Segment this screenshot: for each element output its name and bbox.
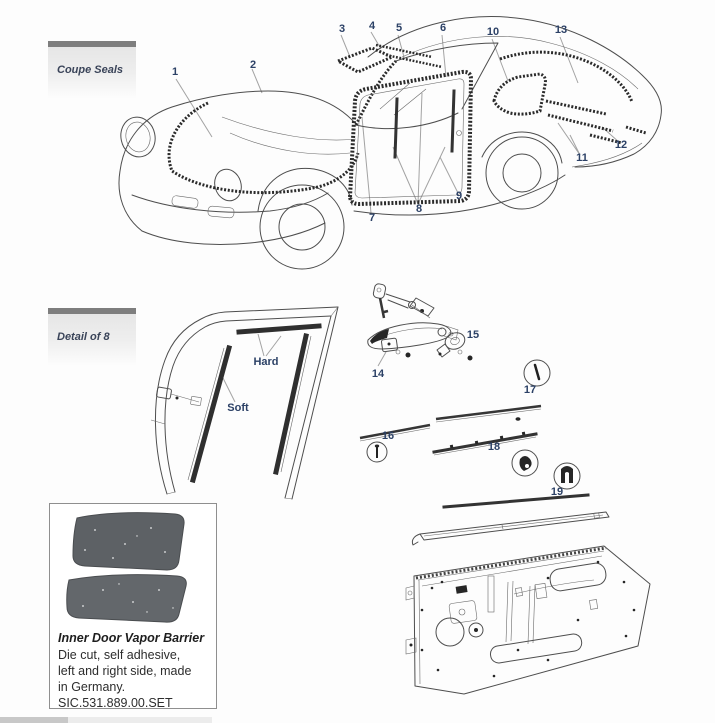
detail-label-soft: Soft [227,402,249,414]
callout-8: 8 [415,203,423,215]
clip-circle-19 [553,462,581,490]
callout-15: 15 [466,329,480,341]
callout-4: 4 [368,20,376,32]
hard-top-strip [236,323,322,335]
strip-16 [359,423,431,442]
screws [395,349,473,361]
quarter-window-seal-10 [492,72,547,116]
handle-body [367,322,459,350]
panel-screws [420,560,636,678]
header-box: Detail of 8 [48,314,136,366]
car-body-outline [118,16,662,270]
callout-11: 11 [576,152,588,164]
section-header-detail-of-8: Detail of 8 [48,308,136,366]
callout-3: 3 [338,23,346,35]
trim-strips-diagram [359,359,581,490]
windshield-seal-2 [354,59,398,126]
header-box: Coupe Seals [48,47,136,99]
callout-2: 2 [249,59,257,71]
vapor-panel-top [72,512,185,571]
frame-outline [150,306,339,500]
door-handle-diagram [367,283,473,367]
callout-17: 17 [523,384,537,396]
callout-10: 10 [486,26,500,38]
strip-18 [432,431,538,456]
clip-circle [511,449,539,477]
window-scraper-strips [411,493,610,546]
callout-7: 7 [368,212,376,224]
soft-strip [189,344,233,484]
clip-circle-17 [523,359,551,387]
section-title: Detail of 8 [57,331,110,343]
rear-window-seal-13 [499,50,634,103]
callout-1: 1 [171,66,179,78]
detail-label-hard: Hard [253,356,279,368]
product-desc-line: Die cut, self adhesive, [58,648,181,662]
page-footer-bar-light [68,717,212,723]
speckles [82,527,174,613]
vapor-panel-bottom [66,574,187,623]
engine-lid-seals-11-12 [545,99,647,145]
upper-strip [435,404,542,423]
door-window-frame-diagram [150,306,339,500]
callout-18: 18 [487,441,501,453]
header-bar [48,41,136,47]
callout-13: 13 [554,24,568,36]
channel-strips [187,323,322,484]
callout-12: 12 [614,139,628,151]
leader-lines [175,31,621,214]
section-title: Coupe Seals [57,64,124,76]
callout-9: 9 [455,190,463,202]
sunroof-seal-3 [334,46,396,74]
section-header-coupe-seals: Coupe Seals [48,41,136,99]
door-panel [405,545,651,695]
product-desc-line: in Germany. [58,680,126,694]
hood-seal-1 [167,101,360,195]
door-panel-diagram [405,493,651,695]
screw-circle [366,441,388,463]
car-seal-strips [167,43,647,206]
callout-19: 19 [550,486,564,498]
callout-6: 6 [439,22,447,34]
door-opening-seal [348,69,473,206]
sunroof-rails-4-5 [375,43,443,69]
callout-5: 5 [395,22,403,34]
product-title: Inner Door Vapor Barrier [58,631,205,645]
callout-16: 16 [381,430,395,442]
gasket-14 [377,337,398,367]
product-desc-line: left and right side, made [58,664,192,678]
hard-side-strip [273,333,309,475]
part-number: SIC.531.889.00.SET [58,696,173,710]
page-footer-bar-dark [0,717,68,723]
leader-lines [222,333,282,403]
key-and-lock [372,283,435,319]
car-seals-diagram [118,16,662,270]
callout-14: 14 [371,368,385,380]
vapor-barrier-info-box: Inner Door Vapor Barrier Die cut, self a… [49,503,217,710]
striker-15 [436,332,466,358]
header-bar [48,308,136,314]
vapor-barrier-photo [66,512,187,623]
